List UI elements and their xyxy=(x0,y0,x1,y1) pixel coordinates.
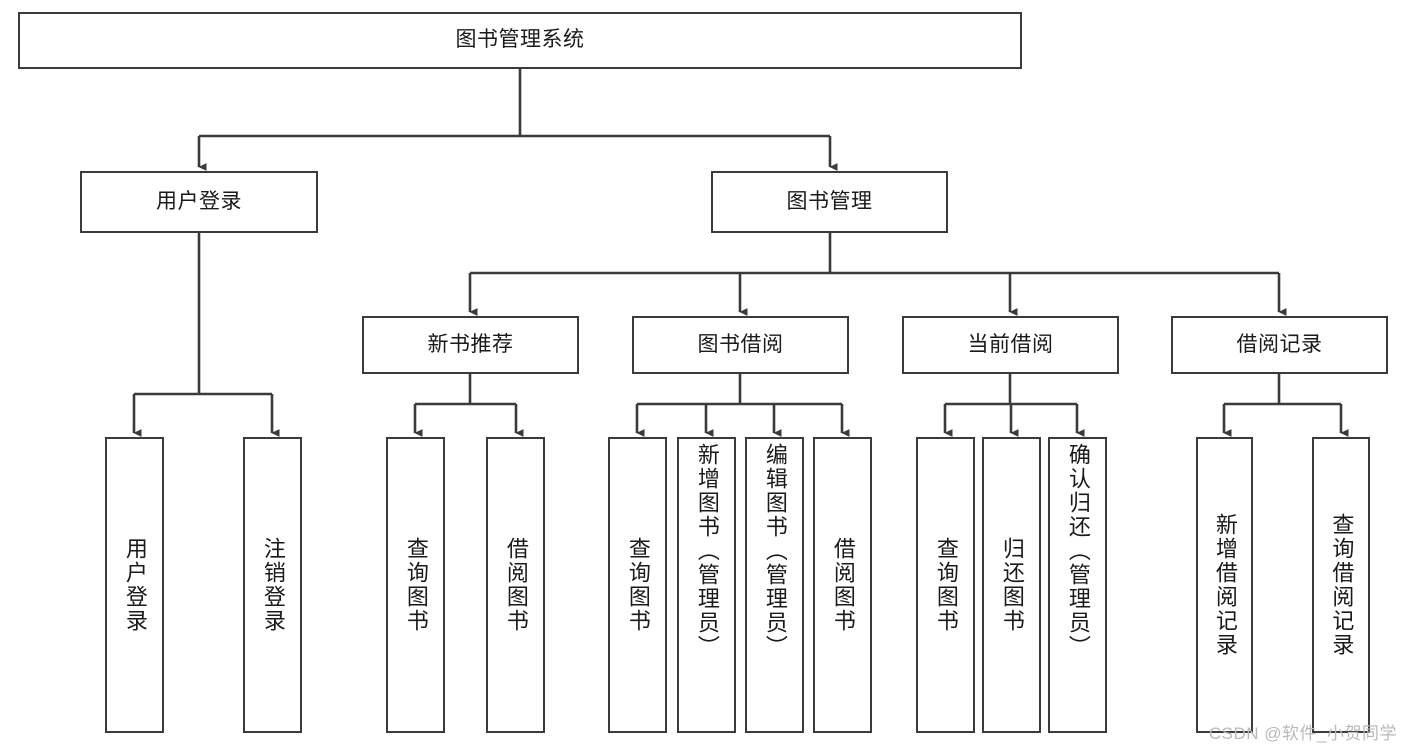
node-leaf-add-borrow-record[interactable]: 新增借阅记录 xyxy=(1196,437,1253,733)
node-book-borrow-label: 图书借阅 xyxy=(697,332,784,356)
node-leaf-query-book-current-label: 查询图书 xyxy=(933,537,959,633)
node-leaf-return-book[interactable]: 归还图书 xyxy=(982,437,1041,733)
node-book-manage[interactable]: 图书管理 xyxy=(711,171,948,233)
node-book-borrow[interactable]: 图书借阅 xyxy=(632,316,849,374)
node-leaf-return-book-label: 归还图书 xyxy=(999,537,1025,633)
node-leaf-edit-book-label: 编辑图书（管理员） xyxy=(762,443,788,659)
node-book-manage-label: 图书管理 xyxy=(786,189,873,213)
node-borrow-record[interactable]: 借阅记录 xyxy=(1171,316,1388,374)
node-leaf-query-book-borrow[interactable]: 查询图书 xyxy=(608,437,667,733)
node-root-system-label: 图书管理系统 xyxy=(455,28,585,52)
node-leaf-query-book-recommend[interactable]: 查询图书 xyxy=(386,437,445,733)
node-leaf-user-login[interactable]: 用户登录 xyxy=(105,437,164,733)
node-current-borrow-label: 当前借阅 xyxy=(967,332,1054,356)
node-leaf-borrow-book-label: 借阅图书 xyxy=(830,537,856,633)
node-leaf-user-login-label: 用户登录 xyxy=(122,537,148,633)
node-leaf-edit-book[interactable]: 编辑图书（管理员） xyxy=(745,437,804,733)
node-borrow-record-label: 借阅记录 xyxy=(1236,332,1323,356)
node-leaf-borrow-book-recommend[interactable]: 借阅图书 xyxy=(486,437,545,733)
node-leaf-logout-label: 注销登录 xyxy=(260,537,286,633)
node-leaf-add-book-label: 新增图书（管理员） xyxy=(694,443,720,659)
node-leaf-query-book-recommend-label: 查询图书 xyxy=(403,537,429,633)
node-user-login[interactable]: 用户登录 xyxy=(80,171,318,233)
node-new-book-recommend-label: 新书推荐 xyxy=(427,332,514,356)
node-leaf-logout[interactable]: 注销登录 xyxy=(243,437,302,733)
node-leaf-query-book-current[interactable]: 查询图书 xyxy=(916,437,975,733)
node-current-borrow[interactable]: 当前借阅 xyxy=(902,316,1119,374)
node-leaf-borrow-book[interactable]: 借阅图书 xyxy=(813,437,872,733)
node-leaf-borrow-book-recommend-label: 借阅图书 xyxy=(503,537,529,633)
node-leaf-add-book[interactable]: 新增图书（管理员） xyxy=(677,437,736,733)
node-leaf-query-borrow-record[interactable]: 查询借阅记录 xyxy=(1312,437,1370,733)
node-new-book-recommend[interactable]: 新书推荐 xyxy=(362,316,579,374)
node-leaf-add-borrow-record-label: 新增借阅记录 xyxy=(1212,513,1238,657)
node-user-login-label: 用户登录 xyxy=(156,189,242,213)
node-root-system[interactable]: 图书管理系统 xyxy=(18,12,1022,69)
node-leaf-confirm-return[interactable]: 确认归还（管理员） xyxy=(1048,437,1107,733)
node-leaf-query-borrow-record-label: 查询借阅记录 xyxy=(1329,513,1355,657)
node-leaf-query-book-borrow-label: 查询图书 xyxy=(625,537,651,633)
node-leaf-confirm-return-label: 确认归还（管理员） xyxy=(1065,443,1091,659)
